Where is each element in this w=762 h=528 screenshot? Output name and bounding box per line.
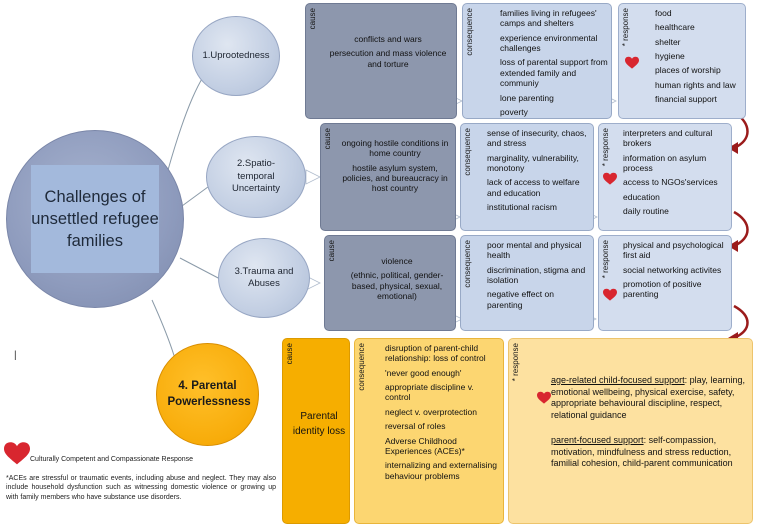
svg-text:|: | — [14, 350, 17, 361]
row3-cause-1: violence — [381, 256, 413, 266]
row4-cause-text: Parental identity loss — [292, 411, 346, 437]
row1-resp-5: places of worship — [655, 65, 721, 76]
row1-cons-2: experience environmental challenges — [500, 32, 598, 54]
row4-cons-4: neglect v. overprotection — [385, 406, 477, 417]
consequence-label: consequence — [463, 240, 472, 288]
cause-label: cause — [308, 8, 317, 30]
row4-consequence-box: consequence disruption of parent-child r… — [354, 338, 504, 524]
row2-response-box: * response interpreters and cultural bro… — [598, 123, 732, 231]
row4-cons-2: 'never good enough' — [385, 367, 462, 378]
heart-icon — [603, 288, 617, 301]
row4-response-box: * response age-related child-focused sup… — [508, 338, 753, 524]
row1-consequence-box: consequence families living in refugees'… — [462, 3, 612, 119]
uprootedness-circle: 1.Uprootedness — [192, 16, 280, 96]
child-support-label: age-related child-focused support — [551, 375, 685, 385]
row1-resp-2: healthcare — [655, 22, 695, 33]
consequence-label: consequence — [357, 343, 366, 391]
row1-resp-3: shelter — [655, 36, 681, 47]
row2-resp-4: education — [623, 191, 660, 202]
row2-cause-1: ongoing hostile conditions in home count… — [341, 138, 449, 159]
row4-cons-5: reversal of roles — [385, 421, 446, 432]
row3-response-box: * response physical and psychological fi… — [598, 235, 732, 331]
row3-cons-2: discrimination, stigma and isolation — [487, 264, 586, 286]
row2-cause-box: cause ongoing hostile conditions in home… — [320, 123, 456, 231]
row2-cons-4: institutional racism — [487, 202, 557, 213]
row2-cons-1: sense of insecurity, chaos, and stress — [487, 128, 587, 149]
row2-title: 2.Spatio-temporal Uncertainty — [231, 158, 281, 195]
row1-title: 1.Uprootedness — [202, 49, 270, 61]
row3-consequence-box: consequence poor mental and physical hea… — [460, 235, 594, 331]
row3-resp-3: promotion of positive parenting — [623, 279, 702, 300]
row1-resp-7: financial support — [655, 94, 717, 105]
consequence-label: consequence — [465, 8, 474, 56]
cause-label: cause — [327, 240, 336, 262]
row3-cons-1: poor mental and physical health — [487, 240, 582, 261]
row3-cons-3: negative effect on parenting — [487, 289, 554, 310]
row1-cause-box: cause conflicts and wars persecution and… — [305, 3, 457, 119]
legend-heart-icon — [4, 442, 30, 465]
parent-support-text: : self-compassion, motivation, mindfulne… — [551, 435, 733, 469]
response-label: * response — [621, 8, 630, 47]
row2-cons-3: lack of access to welfare and education — [487, 177, 580, 198]
row1-resp-6: human rights and law — [655, 79, 736, 90]
row4-title: 4. Parental Powerlessness — [167, 379, 251, 408]
row4-cons-7: internalizing and externalising behaviou… — [385, 460, 497, 481]
parental-powerlessness-circle: 4. Parental Powerlessness — [156, 343, 259, 446]
row3-cause-box: cause violence (ethnic, political, gende… — [324, 235, 456, 331]
row1-response-box: * response food healthcare shelter hygie… — [618, 3, 746, 119]
row4-cons-1: disruption of parent-child relationship:… — [385, 343, 486, 364]
row3-resp-1: physical and psychological first aid — [623, 240, 724, 261]
response-label: * response — [511, 343, 520, 382]
aces-footnote: *ACEs are stressful or traumatic events,… — [6, 475, 276, 501]
child-support-text: : play, learning, emotional wellbeing, p… — [551, 375, 745, 420]
row1-cons-1: families living in refugees' camps and s… — [500, 8, 597, 29]
main-title: Challenges of unsettled refugee families — [31, 187, 159, 251]
row2-cause-2: hostile asylum system, policies, and bur… — [342, 162, 448, 194]
row2-cons-2: marginality, vulnerability, monotony — [487, 152, 579, 174]
response-label: * response — [601, 128, 610, 167]
row3-title: 3.Trauma and Abuses — [234, 265, 294, 289]
row3-resp-2: social networking activites — [623, 264, 722, 275]
parent-support-label: parent-focused support — [551, 435, 644, 446]
row4-cause-box: cause Parental identity loss — [282, 338, 350, 524]
row1-cons-4: lone parenting — [500, 92, 554, 103]
main-challenges-circle: Challenges of unsettled refugee families — [6, 130, 184, 308]
row2-resp-3: access to NGOs'services — [623, 177, 718, 188]
row2-resp-1: interpreters and cultural brokers — [623, 128, 713, 149]
legend-text: Culturally Competent and Compassionate R… — [30, 456, 194, 463]
row2-resp-5: daily routine — [623, 206, 669, 217]
row1-resp-1: food — [655, 8, 672, 18]
row4-cons-3: appropriate discipline v. control — [385, 382, 474, 403]
row3-cause-2: (ethnic, political, gender-based, physic… — [350, 270, 444, 302]
row1-cons-3: loss of parental support from extended f… — [500, 57, 608, 89]
cause-label: cause — [323, 128, 332, 150]
row2-resp-2: information on asylum process — [623, 152, 707, 174]
heart-icon — [603, 172, 617, 185]
row1-cause-2: persecution and mass violence and tortur… — [329, 48, 447, 69]
row1-resp-4: hygiene — [655, 51, 685, 62]
heart-icon — [537, 391, 551, 404]
row4-cons-6: Adverse Childhood Experiences (ACEs)* — [385, 435, 465, 456]
row2-consequence-box: consequence sense of insecurity, chaos, … — [460, 123, 594, 231]
row1-cons-5: poverty — [500, 106, 528, 117]
response-label: * response — [601, 240, 610, 279]
spatio-temporal-circle: 2.Spatio-temporal Uncertainty — [206, 136, 306, 218]
row1-cause-1: conflicts and wars — [354, 34, 422, 44]
heart-icon — [625, 56, 639, 69]
consequence-label: consequence — [463, 128, 472, 176]
trauma-circle: 3.Trauma and Abuses — [218, 238, 310, 318]
cause-label: cause — [285, 343, 294, 365]
